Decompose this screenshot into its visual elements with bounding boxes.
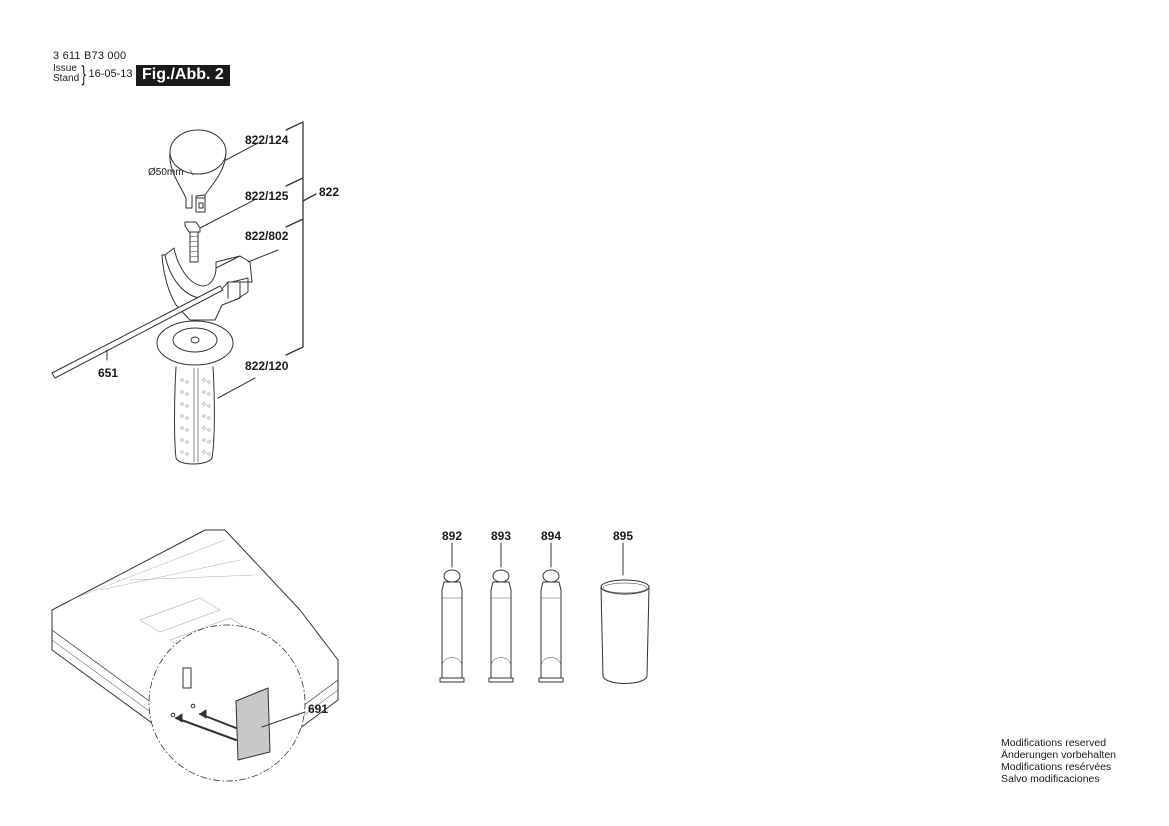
notice-en: Modifications reserved [1001,737,1107,749]
issue-label-en: Issue [53,63,77,74]
issue-label-de: Stand [53,73,80,84]
notice-de: Änderungen vorbehalten [1001,749,1117,761]
callout-822-125: 822/125 [245,189,289,203]
issue-date: 16-05-13 [88,68,133,80]
callout-691: 691 [308,702,329,716]
grease-tubes-drawing [439,542,564,683]
document-number: 3 611 B73 000 [53,50,127,62]
callout-822-120: 822/120 [245,359,289,373]
clamp-screw-drawing [184,198,257,263]
figure-label: Fig./Abb. 2 [136,65,230,86]
issue-label: Issue Stand [53,64,79,84]
callout-893: 893 [491,529,512,543]
carrying-case-drawing [51,529,339,782]
diameter-note: Ø50mm [148,167,184,178]
modifications-notice: Modifications reserved Änderungen vorbeh… [1001,737,1116,785]
depth-stop-rod-drawing [51,285,224,379]
handle-holder-drawing [161,247,279,321]
notice-fr: Modifications resérvées [1001,761,1112,773]
callout-894: 894 [541,529,562,543]
brace-icon: } [81,61,87,86]
callout-822-124: 822/124 [245,133,289,147]
notice-es: Salvo modificaciones [1001,773,1100,785]
callout-822-802: 822/802 [245,229,289,243]
issue-info: Issue Stand }16-05-13 [53,61,133,86]
callout-651: 651 [98,366,119,380]
group-bracket-822 [285,121,317,356]
callout-895: 895 [613,529,634,543]
callout-822: 822 [319,185,340,199]
auxiliary-grip-drawing [156,320,256,465]
clamp-ring-drawing [169,129,259,213]
callout-892: 892 [442,529,463,543]
container-drawing [600,542,650,684]
